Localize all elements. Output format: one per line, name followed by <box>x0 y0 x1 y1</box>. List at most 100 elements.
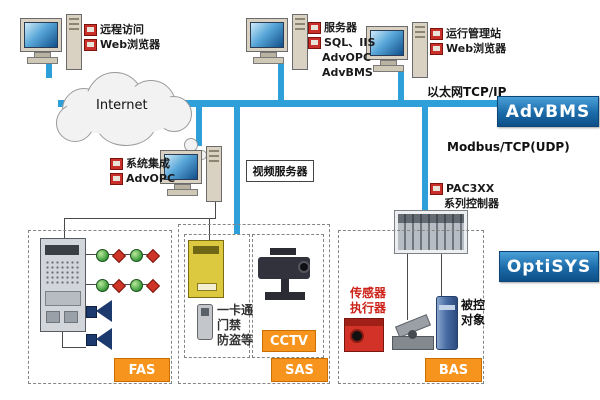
integration-label: 系统集成 AdvOPC <box>110 156 175 186</box>
label-line: 系列控制器 <box>444 197 499 210</box>
fire-alarm-panel <box>40 238 86 332</box>
monitor-screen <box>164 154 198 180</box>
remote-pc-drop-line <box>46 62 52 78</box>
internet-cloud: Internet <box>56 72 192 146</box>
cloud-core <box>66 86 180 136</box>
sensor-actuator-text: 传感器 执行器 <box>350 286 386 316</box>
integration-workstation-computer <box>160 146 222 208</box>
cctv-camera-icon <box>256 246 316 302</box>
computer-icon <box>84 38 97 51</box>
controlled-object-text: 被控 对象 <box>461 298 485 328</box>
controlled-object-device <box>436 296 458 350</box>
monitor-screen <box>370 30 404 56</box>
computer-icon <box>84 23 97 36</box>
monitor-icon <box>20 18 62 52</box>
pac-controller-device <box>394 210 468 254</box>
monitor-icon <box>246 18 288 52</box>
workstation-drop-line <box>196 107 202 146</box>
sas-feed-line <box>209 218 210 240</box>
monitor-base <box>167 189 198 196</box>
fas-speaker-line-v <box>62 332 63 348</box>
pac-drop-line <box>422 107 428 212</box>
computer-icon <box>110 172 123 185</box>
camera-body <box>258 257 310 279</box>
access-controller-device <box>188 240 224 298</box>
controller-top-strip <box>398 214 464 223</box>
smoke-detector-icon <box>130 249 143 262</box>
computer-icon <box>430 42 443 55</box>
sensor-line: 传感器 <box>350 286 387 300</box>
pac-to-controlled-line <box>441 254 442 296</box>
remote-access-label: 远程访问 Web浏览器 <box>84 22 160 52</box>
label-line: Web浏览器 <box>100 38 161 51</box>
fas-speaker-line-h <box>62 347 86 348</box>
advbms-badge: AdvBMS <box>497 96 599 127</box>
alarm-speaker-icon <box>86 328 114 350</box>
monitor-base <box>373 65 404 72</box>
computer-icon <box>430 27 443 40</box>
smoke-detector-icon <box>130 279 143 292</box>
label-line: AdvOPC <box>126 172 176 185</box>
smoke-detector-icon <box>96 249 109 262</box>
camera-lens <box>298 261 310 273</box>
video-server-label: 视频服务器 <box>246 160 314 182</box>
bas-zone-box <box>338 230 484 384</box>
panel-button <box>46 311 60 323</box>
cctv-subbox <box>252 234 324 358</box>
alarm-speaker-icon <box>86 300 114 322</box>
label-line: Web浏览器 <box>446 42 507 55</box>
video-drop-line <box>234 107 240 234</box>
panel-button <box>64 311 78 323</box>
keypad-remote-device <box>197 304 213 340</box>
controlled-line: 被控 <box>461 298 486 312</box>
access-functions-text: 一卡通 门禁 防盗等 <box>217 303 253 348</box>
label-line: AdvBMS <box>322 66 373 79</box>
internet-label: Internet <box>96 98 148 113</box>
management-station-computer <box>366 22 428 84</box>
label-line: AdvOPC <box>322 51 372 64</box>
access-control-subbox <box>184 234 250 358</box>
monitor-icon <box>366 26 408 60</box>
access-line: 门禁 <box>217 318 242 332</box>
fas-feed-line <box>64 218 65 238</box>
computer-tower-icon <box>206 146 222 202</box>
bas-zone-tag: BAS <box>425 358 482 382</box>
label-line: 远程访问 <box>100 23 144 36</box>
label-line: 系统集成 <box>126 157 170 170</box>
label-line: 运行管理站 <box>446 27 501 40</box>
cctv-tag: CCTV <box>262 330 316 352</box>
camera-neck <box>281 279 289 292</box>
management-station-label: 运行管理站 Web浏览器 <box>430 26 506 56</box>
ethernet-bus-line <box>58 100 597 107</box>
monitor-base <box>27 57 58 64</box>
ethernet-label: 以太网TCP/IP <box>427 85 507 99</box>
computer-icon <box>110 157 123 170</box>
access-line: 防盗等 <box>217 333 254 347</box>
monitor-icon <box>160 150 202 184</box>
controlled-line: 对象 <box>461 313 486 327</box>
pac-to-actuator-line <box>407 254 408 320</box>
label-line: SQL、IIS <box>324 36 376 49</box>
camera-base <box>265 292 305 300</box>
computer-icon <box>308 36 321 49</box>
computer-tower-icon <box>292 14 308 70</box>
label-line: 服务器 <box>324 21 357 34</box>
sensor-line: 执行器 <box>350 301 387 315</box>
optisys-badge: OptiSYS <box>499 251 599 282</box>
pac-controller-label: PAC3XX 系列控制器 <box>430 181 499 211</box>
monitor-base <box>253 57 284 64</box>
actuator-pivot <box>408 330 417 339</box>
speaker-horn <box>96 328 112 350</box>
server-drop-line <box>278 63 284 100</box>
fas-zone-tag: FAS <box>114 358 170 382</box>
junction-horizontal-line <box>64 218 216 219</box>
label-line: PAC3XX <box>446 182 495 195</box>
server-computer <box>246 14 308 76</box>
monitor-screen <box>24 22 58 48</box>
fas-zone-box <box>28 230 172 384</box>
speaker-horn <box>96 300 112 322</box>
access-line: 一卡通 <box>217 303 254 317</box>
mgmt-drop-line <box>398 70 404 100</box>
server-label: 服务器 SQL、IIS AdvOPC AdvBMS <box>308 20 375 80</box>
